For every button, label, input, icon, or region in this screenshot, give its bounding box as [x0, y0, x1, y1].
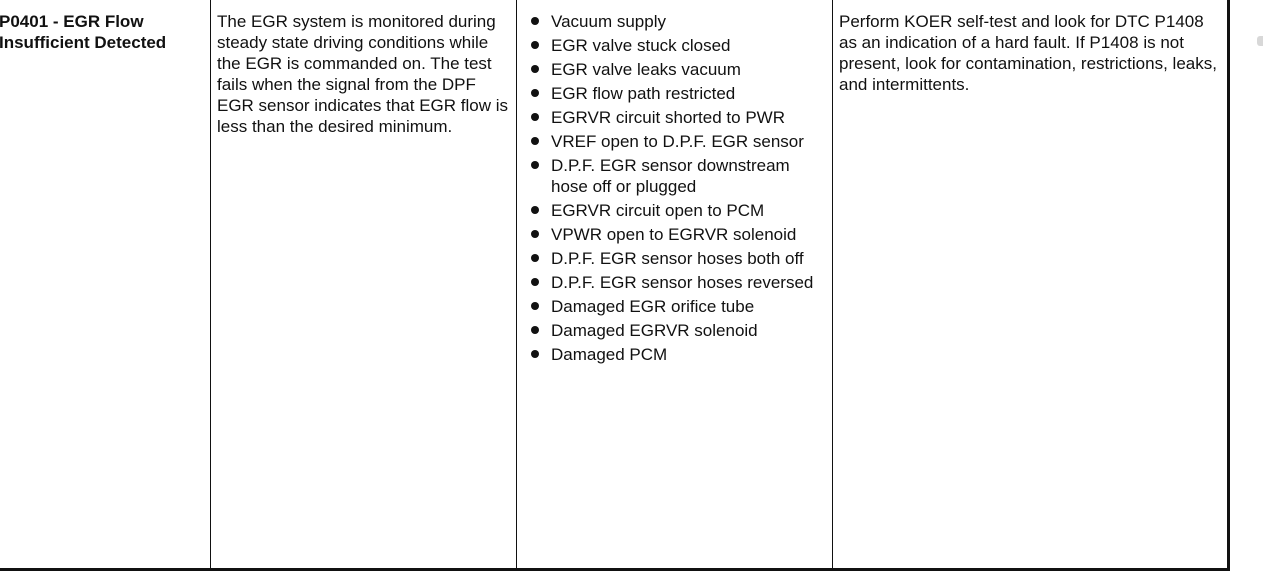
monitor-description: The EGR system is monitored during stead… [217, 12, 509, 136]
bullet-icon [531, 161, 539, 169]
cause-text: Damaged PCM [551, 345, 668, 364]
list-item: D.P.F. EGR sensor hoses reversed [531, 272, 828, 293]
list-item: Damaged EGRVR solenoid [531, 320, 828, 341]
list-item: EGR flow path restricted [531, 83, 828, 104]
action-cell: Perform KOER self-test and look for DTC … [832, 0, 1230, 570]
list-item: Damaged PCM [531, 344, 828, 365]
list-item: VREF open to D.P.F. EGR sensor [531, 131, 828, 152]
list-item: Vacuum supply [531, 11, 828, 32]
cause-text: VREF open to D.P.F. EGR sensor [551, 132, 804, 151]
cause-text: EGRVR circuit open to PCM [551, 201, 765, 220]
dtc-code: P0401 - EGR Flow Insufficient Detected [0, 12, 167, 52]
bullet-icon [531, 17, 539, 25]
bullet-icon [531, 89, 539, 97]
list-item: Damaged EGR orifice tube [531, 296, 828, 317]
table-row: P0401 - EGR Flow Insufficient Detected T… [0, 0, 1230, 570]
list-item: EGRVR circuit shorted to PWR [531, 107, 828, 128]
bullet-icon [531, 254, 539, 262]
bullet-icon [531, 65, 539, 73]
page-edge-mark [1257, 36, 1263, 46]
cause-text: EGR flow path restricted [551, 84, 736, 103]
bullet-icon [531, 278, 539, 286]
cause-text: D.P.F. EGR sensor hoses both off [551, 249, 804, 268]
dtc-table: P0401 - EGR Flow Insufficient Detected T… [0, 0, 1230, 570]
bullet-icon [531, 206, 539, 214]
list-item: D.P.F. EGR sensor downstream hose off or… [531, 155, 828, 197]
bullet-icon [531, 137, 539, 145]
bullet-icon [531, 302, 539, 310]
cause-text: EGR valve leaks vacuum [551, 60, 741, 79]
cause-text: Vacuum supply [551, 12, 666, 31]
cause-text: EGRVR circuit shorted to PWR [551, 108, 785, 127]
cause-text: VPWR open to EGRVR solenoid [551, 225, 797, 244]
bullet-icon [531, 230, 539, 238]
dtc-code-cell: P0401 - EGR Flow Insufficient Detected [0, 0, 211, 570]
cause-text: D.P.F. EGR sensor downstream hose off or… [551, 156, 790, 196]
possible-causes-list: Vacuum supply EGR valve stuck closed EGR… [523, 11, 828, 365]
cause-text: Damaged EGR orifice tube [551, 297, 755, 316]
list-item: D.P.F. EGR sensor hoses both off [531, 248, 828, 269]
bullet-icon [531, 41, 539, 49]
list-item: VPWR open to EGRVR solenoid [531, 224, 828, 245]
bullet-icon [531, 350, 539, 358]
cause-text: Damaged EGRVR solenoid [551, 321, 758, 340]
recommended-action: Perform KOER self-test and look for DTC … [839, 12, 1217, 94]
list-item: EGR valve leaks vacuum [531, 59, 828, 80]
bullet-icon [531, 326, 539, 334]
list-item: EGR valve stuck closed [531, 35, 828, 56]
possible-causes-cell: Vacuum supply EGR valve stuck closed EGR… [516, 0, 833, 570]
cause-text: D.P.F. EGR sensor hoses reversed [551, 273, 814, 292]
list-item: EGRVR circuit open to PCM [531, 200, 828, 221]
cause-text: EGR valve stuck closed [551, 36, 731, 55]
bullet-icon [531, 113, 539, 121]
description-cell: The EGR system is monitored during stead… [210, 0, 517, 570]
